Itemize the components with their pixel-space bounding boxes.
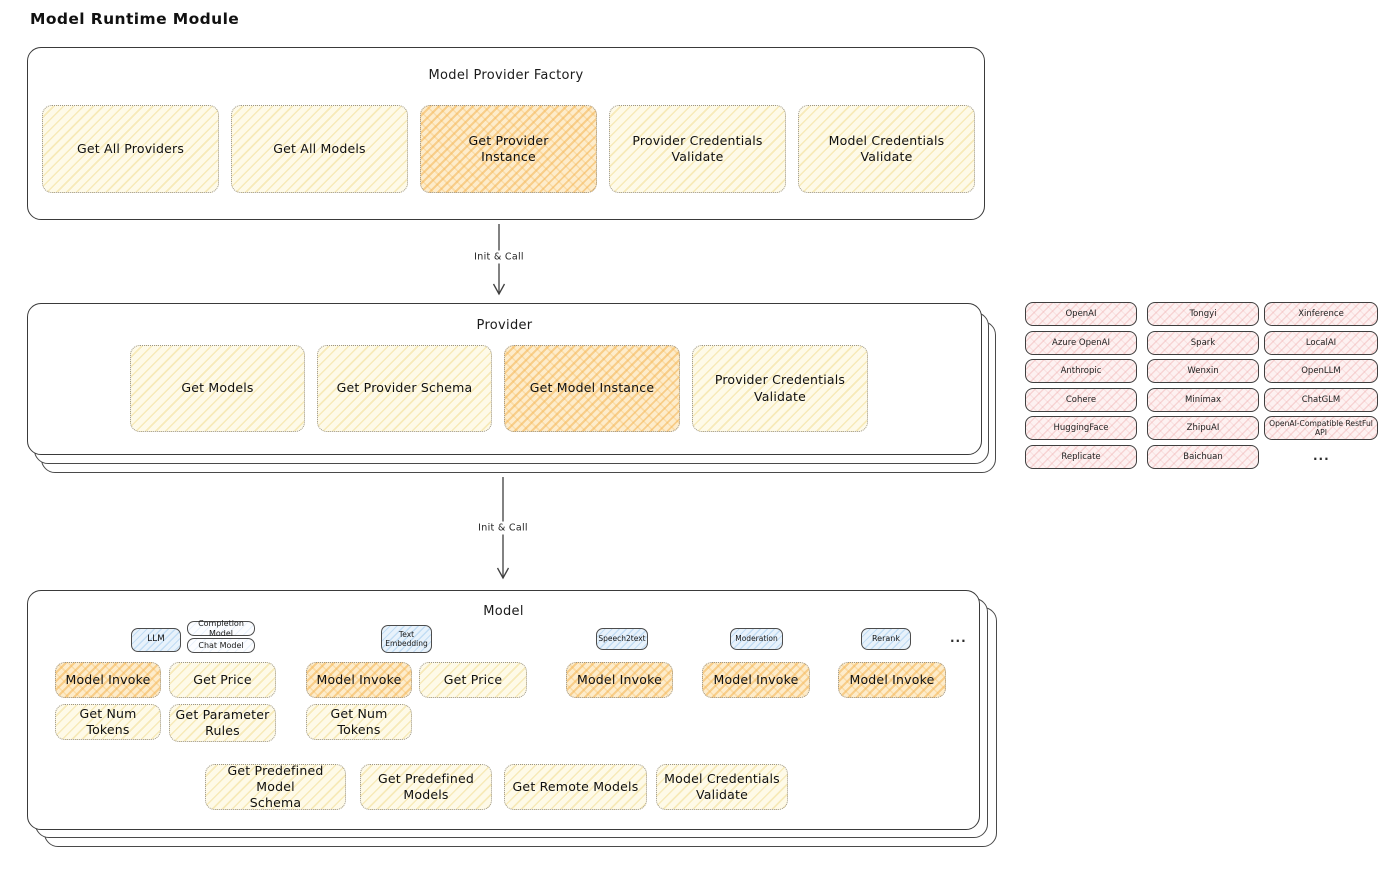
factory-button-model-credentials-validate: Model Credentials Validate: [798, 105, 975, 193]
provider-list-more-dots: ...: [1313, 449, 1330, 463]
provider-item-spark: Spark: [1147, 331, 1259, 355]
model-type-completion-model: Completion Model: [187, 619, 255, 638]
provider-item-minimax: Minimax: [1147, 388, 1259, 412]
model-button-llm-get-num-tokens: Get Num Tokens: [55, 704, 161, 740]
model-type-rerank: Rerank: [861, 628, 911, 650]
provider-button-get-models: Get Models: [130, 345, 305, 432]
model-button-get-predefined-model-schema: Get Predefined Model Schema: [205, 763, 346, 810]
model-button-get-remote-models: Get Remote Models: [504, 764, 647, 810]
provider-item-tongyi: Tongyi: [1147, 302, 1259, 326]
provider-item-localai: LocalAI: [1264, 331, 1378, 355]
page-title: Model Runtime Module: [30, 10, 240, 28]
model-button-model-credentials-validate: Model Credentials Validate: [656, 764, 788, 810]
model-button-embedding-get-num-tokens: Get Num Tokens: [306, 704, 412, 740]
model-title: Model: [483, 604, 524, 619]
model-button-llm-get-parameter-rules: Get Parameter Rules: [169, 704, 276, 742]
model-type-chat-model: Chat Model: [187, 638, 255, 653]
model-button-embedding-get-price: Get Price: [419, 662, 527, 698]
model-type-text-embedding: Text Embedding: [381, 625, 432, 653]
provider-title: Provider: [476, 318, 533, 333]
factory-title: Model Provider Factory: [428, 68, 584, 83]
model-type-moderation: Moderation: [730, 628, 783, 650]
model-button-embedding-model-invoke: Model Invoke: [306, 662, 412, 698]
provider-item-zhipuai: ZhipuAI: [1147, 416, 1259, 440]
provider-item-cohere: Cohere: [1025, 388, 1137, 412]
provider-item-anthropic: Anthropic: [1025, 359, 1137, 383]
init-call-label-1: Init & Call: [470, 250, 528, 264]
model-type-speech2text: Speech2text: [596, 628, 648, 650]
factory-button-get-all-providers: Get All Providers: [42, 105, 219, 193]
provider-item-wenxin: Wenxin: [1147, 359, 1259, 383]
provider-item-baichuan: Baichuan: [1147, 445, 1259, 469]
provider-item-openllm: OpenLLM: [1264, 359, 1378, 383]
provider-item-azure-openai: Azure OpenAI: [1025, 331, 1137, 355]
factory-button-get-all-models: Get All Models: [231, 105, 408, 193]
factory-button-provider-credentials-validate: Provider Credentials Validate: [609, 105, 786, 193]
provider-item-huggingface: HuggingFace: [1025, 416, 1137, 440]
provider-item-openai-compatible-restful-api: OpenAI-Compatible RestFul API: [1264, 416, 1378, 440]
model-button-llm-get-price: Get Price: [169, 662, 276, 698]
factory-button-get-provider-instance: Get Provider Instance: [420, 105, 597, 193]
provider-item-openai: OpenAI: [1025, 302, 1137, 326]
model-button-moderation-model-invoke: Model Invoke: [702, 662, 810, 698]
model-types-more-dots: ...: [950, 631, 967, 645]
provider-button-get-model-instance: Get Model Instance: [504, 345, 680, 432]
model-button-llm-model-invoke: Model Invoke: [55, 662, 161, 698]
provider-button-get-provider-schema: Get Provider Schema: [317, 345, 492, 432]
provider-item-chatglm: ChatGLM: [1264, 388, 1378, 412]
provider-item-xinference: Xinference: [1264, 302, 1378, 326]
provider-button-provider-credentials-validate: Provider Credentials Validate: [692, 345, 868, 432]
model-type-llm: LLM: [131, 628, 181, 652]
model-button-get-predefined-models: Get Predefined Models: [360, 764, 492, 810]
model-button-rerank-model-invoke: Model Invoke: [838, 662, 946, 698]
provider-item-replicate: Replicate: [1025, 445, 1137, 469]
model-button-speech2text-model-invoke: Model Invoke: [566, 662, 673, 698]
init-call-label-2: Init & Call: [474, 521, 532, 535]
